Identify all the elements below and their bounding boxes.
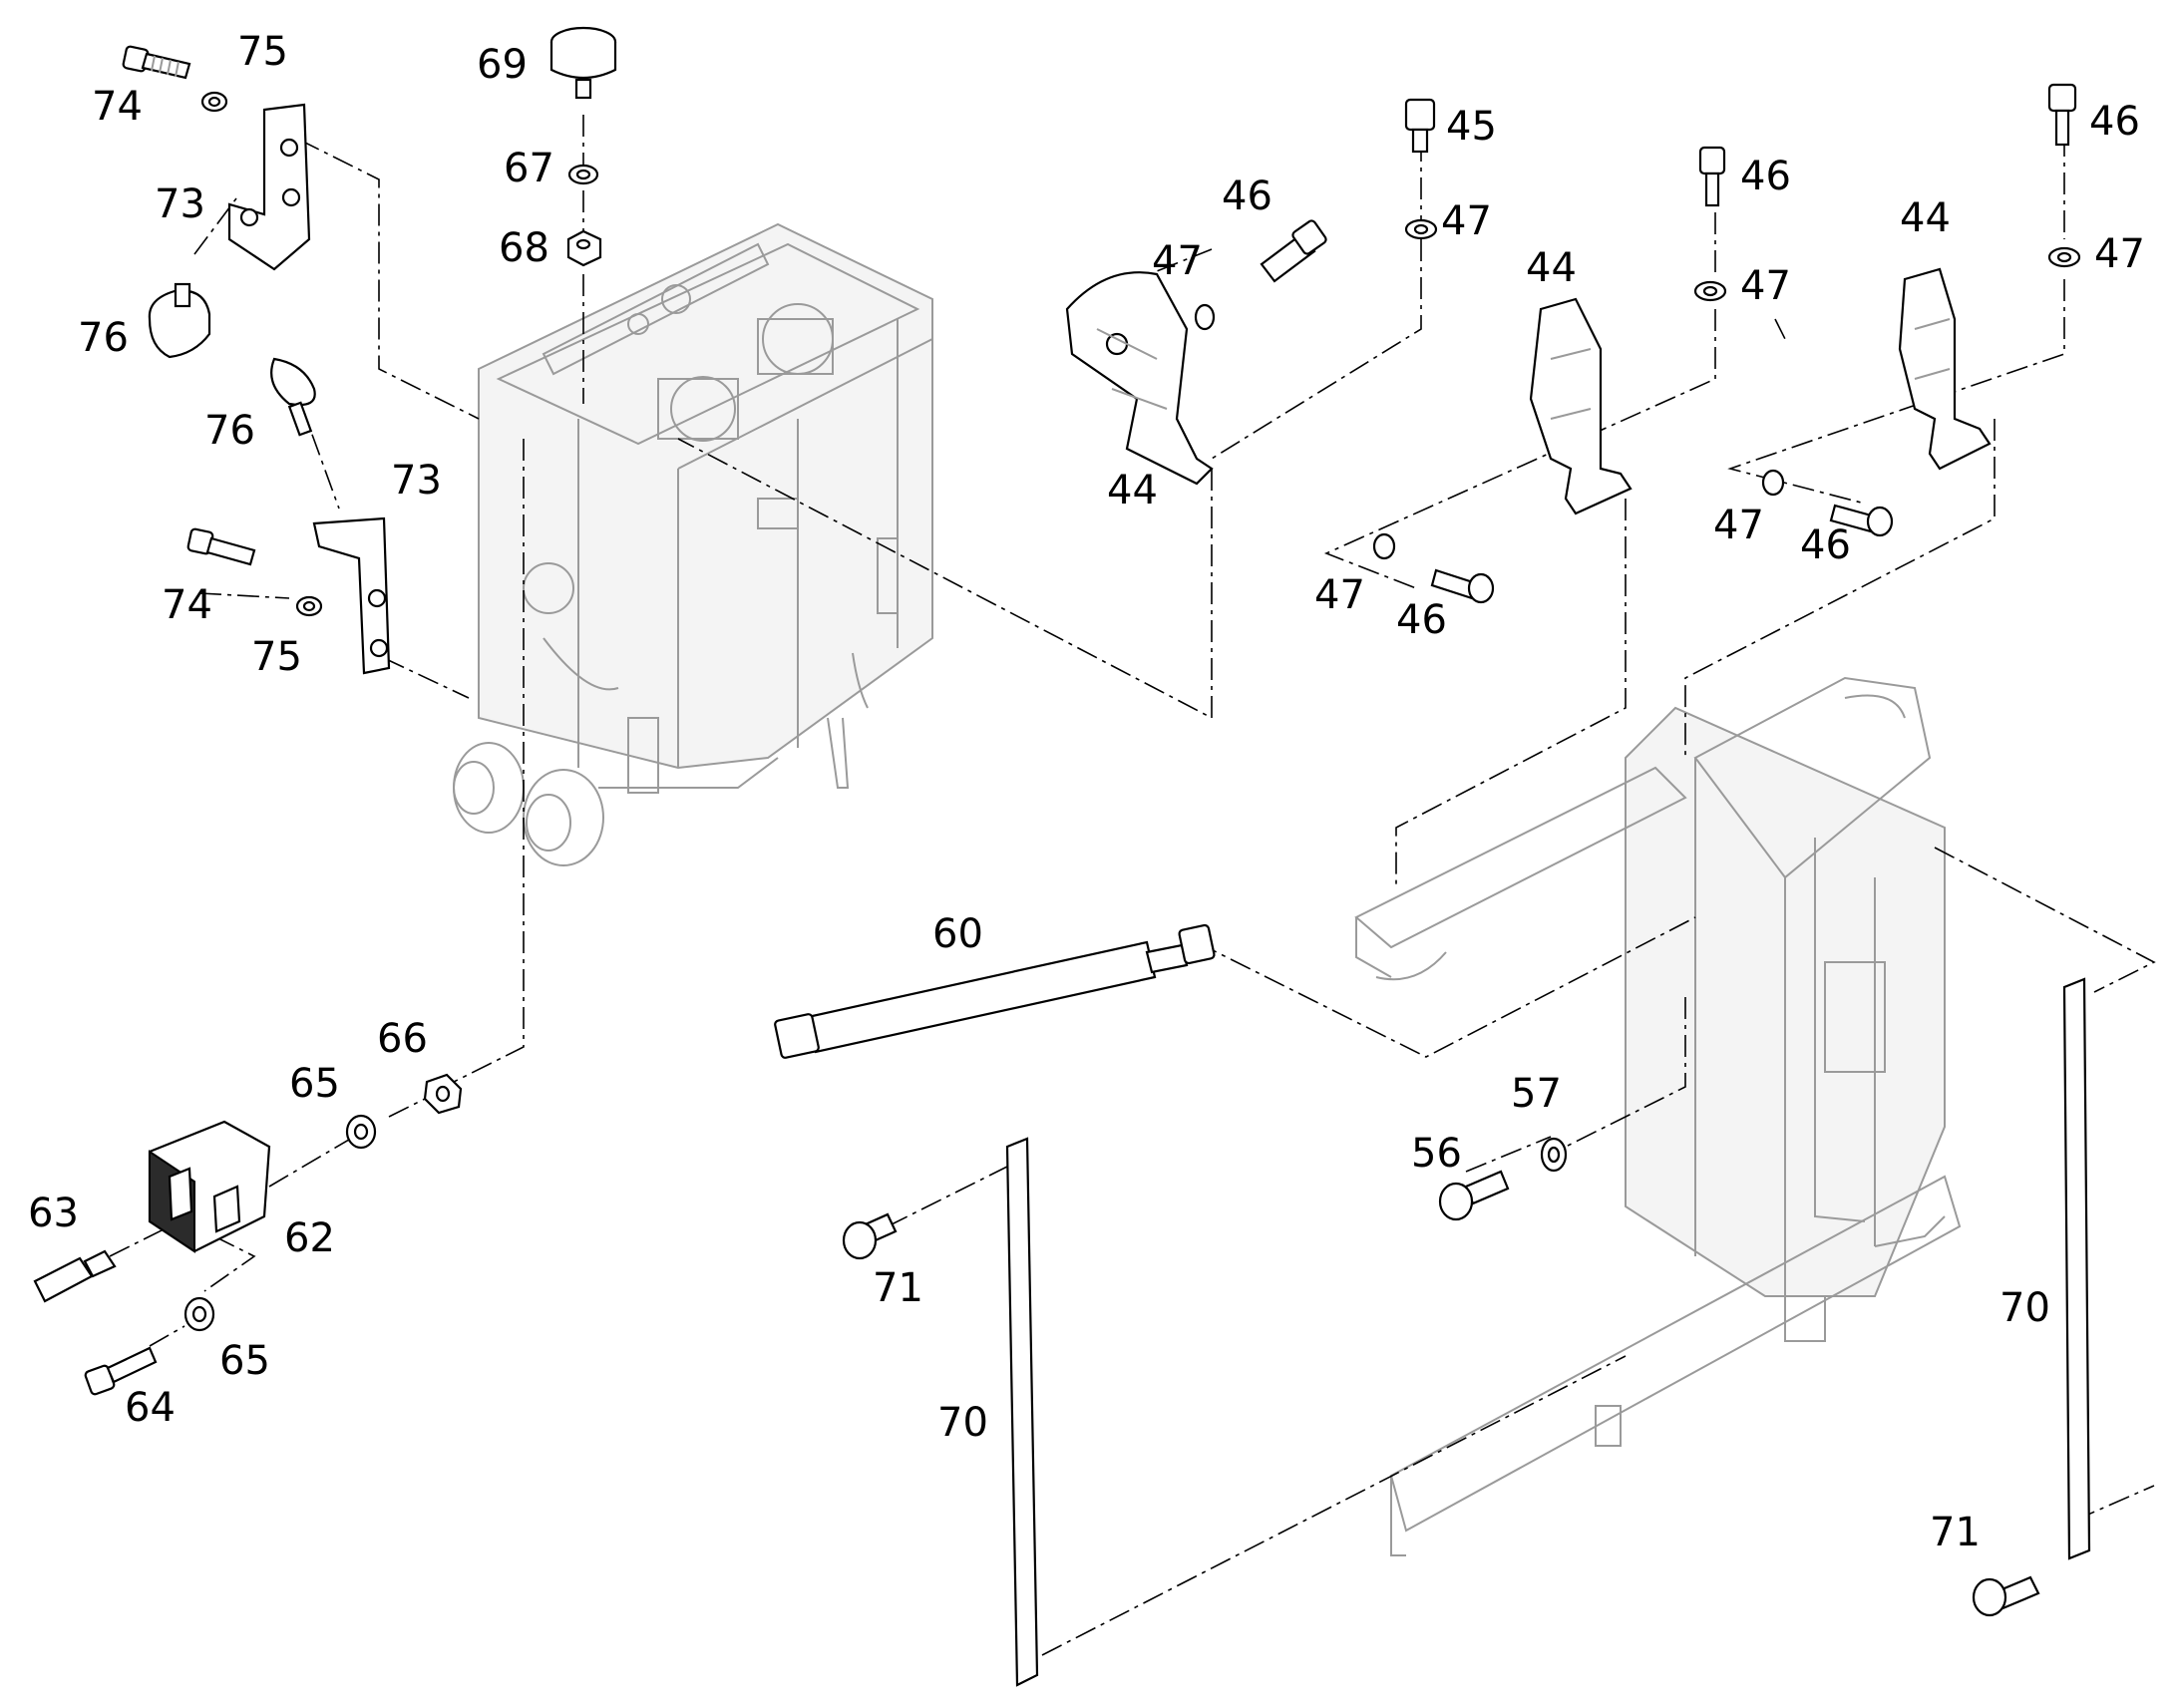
callout-46-center-low: 46 bbox=[1396, 597, 1447, 643]
screw-46-top-center bbox=[1698, 146, 1726, 207]
callout-67: 67 bbox=[504, 146, 554, 191]
callout-71-left: 71 bbox=[873, 1265, 923, 1311]
leader-lines bbox=[109, 115, 2156, 1656]
bumper-76-upper bbox=[148, 282, 211, 359]
gas-spring-60 bbox=[774, 923, 1216, 1059]
strip-70-right bbox=[2062, 977, 2091, 1560]
nut-66 bbox=[423, 1073, 463, 1115]
bolt-71-left bbox=[842, 1212, 898, 1260]
bracket-73-upper bbox=[227, 103, 311, 271]
knob-69 bbox=[549, 26, 617, 100]
bolt-64 bbox=[84, 1346, 158, 1396]
callout-47-top-right: 47 bbox=[2094, 231, 2145, 277]
callout-46-right-low: 46 bbox=[1800, 522, 1851, 568]
callout-47-right-low: 47 bbox=[1713, 503, 1764, 548]
bracket-73-lower bbox=[312, 516, 391, 675]
callout-44-right: 44 bbox=[1900, 195, 1951, 241]
callout-73-upper: 73 bbox=[155, 181, 205, 227]
callout-64: 64 bbox=[125, 1385, 176, 1431]
support-frame-ghost bbox=[1354, 676, 1962, 1556]
callout-47-center-low: 47 bbox=[1314, 572, 1365, 618]
callout-44-left: 44 bbox=[1107, 468, 1158, 513]
callout-73-lower: 73 bbox=[391, 458, 442, 504]
callout-70-right: 70 bbox=[1999, 1285, 2050, 1331]
bolt-74-lower bbox=[186, 527, 256, 566]
callout-47-top-center-low: 47 bbox=[1740, 263, 1791, 309]
callout-76-lower: 76 bbox=[204, 408, 255, 454]
main-housing-ghost bbox=[453, 222, 933, 866]
callout-74-upper: 74 bbox=[92, 84, 143, 130]
block-62 bbox=[148, 1120, 271, 1253]
callout-75-lower: 75 bbox=[251, 634, 302, 680]
pin-63 bbox=[33, 1249, 117, 1303]
callout-45: 45 bbox=[1446, 104, 1497, 150]
callout-46-top-center: 46 bbox=[1740, 154, 1791, 199]
bolt-71-right bbox=[1972, 1575, 2040, 1617]
latch-44-left bbox=[1065, 271, 1214, 486]
callout-74-lower: 74 bbox=[162, 582, 212, 628]
screw-46-center-low bbox=[1430, 568, 1495, 604]
washer-57 bbox=[1540, 1137, 1568, 1173]
washer-67 bbox=[567, 164, 599, 185]
callout-46-top-right: 46 bbox=[2089, 99, 2140, 145]
washer-75-lower bbox=[295, 595, 323, 617]
screw-45 bbox=[1404, 98, 1436, 154]
callout-76-upper: 76 bbox=[78, 315, 129, 361]
callout-65-lower: 65 bbox=[219, 1338, 270, 1384]
callout-46-left: 46 bbox=[1222, 173, 1272, 219]
bolt-74-upper bbox=[122, 45, 191, 80]
washer-65-upper bbox=[345, 1114, 377, 1150]
callout-68: 68 bbox=[499, 225, 549, 271]
callout-70-left: 70 bbox=[937, 1400, 988, 1446]
latch-44-right bbox=[1898, 267, 1992, 471]
callout-69: 69 bbox=[477, 42, 528, 88]
washer-65-lower bbox=[183, 1296, 215, 1332]
bumper-76-lower bbox=[270, 357, 316, 437]
callout-66: 66 bbox=[377, 1016, 428, 1062]
washers-47 bbox=[1194, 218, 2081, 560]
latch-44-center bbox=[1529, 297, 1633, 515]
callout-60: 60 bbox=[932, 911, 983, 957]
screw-46-top-right bbox=[2047, 83, 2077, 147]
screw-46-left bbox=[1260, 219, 1327, 283]
callout-labels: 44 44 44 45 46 46 46 46 46 47 47 47 47 4… bbox=[28, 29, 2145, 1555]
callout-47-top-center: 47 bbox=[1441, 198, 1492, 244]
bolt-56 bbox=[1438, 1170, 1510, 1221]
callout-47-left: 47 bbox=[1152, 238, 1203, 284]
callout-57: 57 bbox=[1511, 1071, 1562, 1117]
nut-68 bbox=[566, 229, 602, 267]
screw-46-right-low bbox=[1829, 504, 1894, 537]
callout-62: 62 bbox=[284, 1215, 335, 1261]
callout-44-center: 44 bbox=[1526, 245, 1577, 291]
washer-75-upper bbox=[200, 91, 228, 113]
callout-75-upper: 75 bbox=[237, 29, 288, 75]
strip-70-left bbox=[1005, 1137, 1039, 1687]
callout-63: 63 bbox=[28, 1191, 79, 1236]
callout-56: 56 bbox=[1411, 1131, 1462, 1177]
callout-65-upper: 65 bbox=[289, 1061, 340, 1107]
callout-71-right: 71 bbox=[1930, 1510, 1981, 1555]
